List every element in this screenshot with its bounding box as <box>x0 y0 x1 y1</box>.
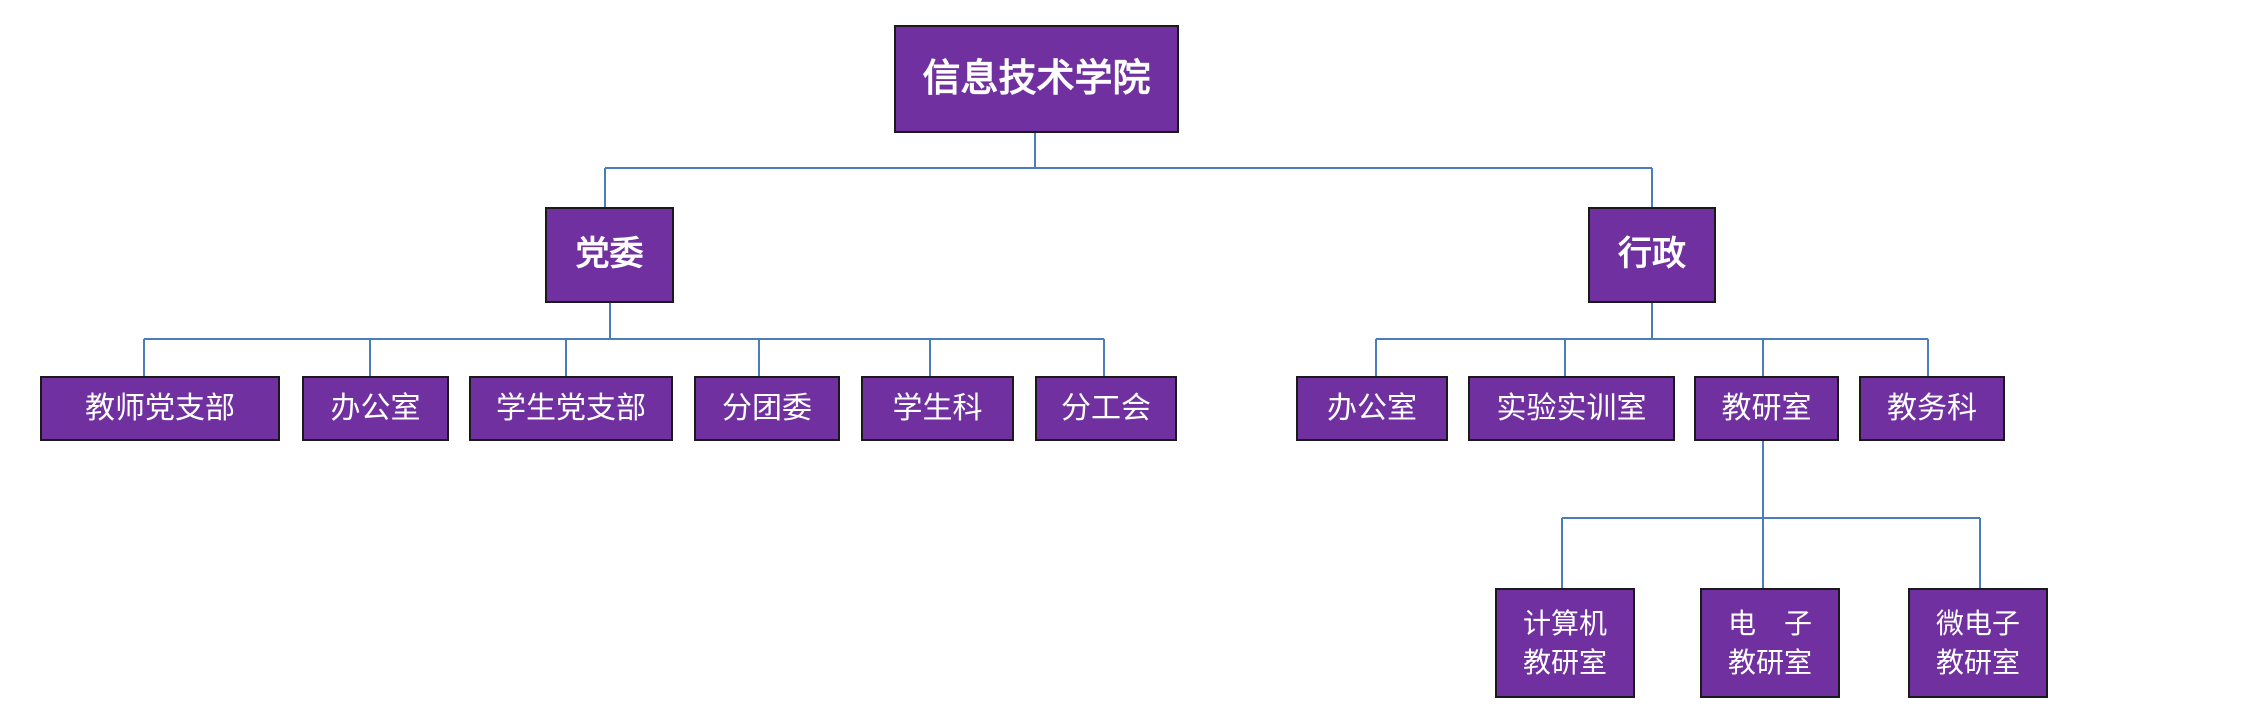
node-party-committee: 党委 <box>545 207 674 303</box>
node-trade-union-branch: 分工会 <box>1035 376 1177 441</box>
node-lab-training-room: 实验实训室 <box>1468 376 1675 441</box>
node-microelectronics-research-office: 微电子 教研室 <box>1908 588 2048 698</box>
node-root: 信息技术学院 <box>894 25 1179 133</box>
node-party-office: 办公室 <box>302 376 449 441</box>
node-academic-affairs-section: 教务科 <box>1859 376 2005 441</box>
node-student-affairs-section: 学生科 <box>861 376 1014 441</box>
node-electronics-research-office: 电 子 教研室 <box>1700 588 1840 698</box>
node-student-party-branch: 学生党支部 <box>469 376 673 441</box>
node-teaching-research-office: 教研室 <box>1694 376 1839 441</box>
node-teacher-party-branch: 教师党支部 <box>40 376 280 441</box>
node-administration: 行政 <box>1588 207 1716 303</box>
node-admin-office: 办公室 <box>1296 376 1448 441</box>
node-youth-league-committee: 分团委 <box>694 376 840 441</box>
node-computer-research-office: 计算机 教研室 <box>1495 588 1635 698</box>
